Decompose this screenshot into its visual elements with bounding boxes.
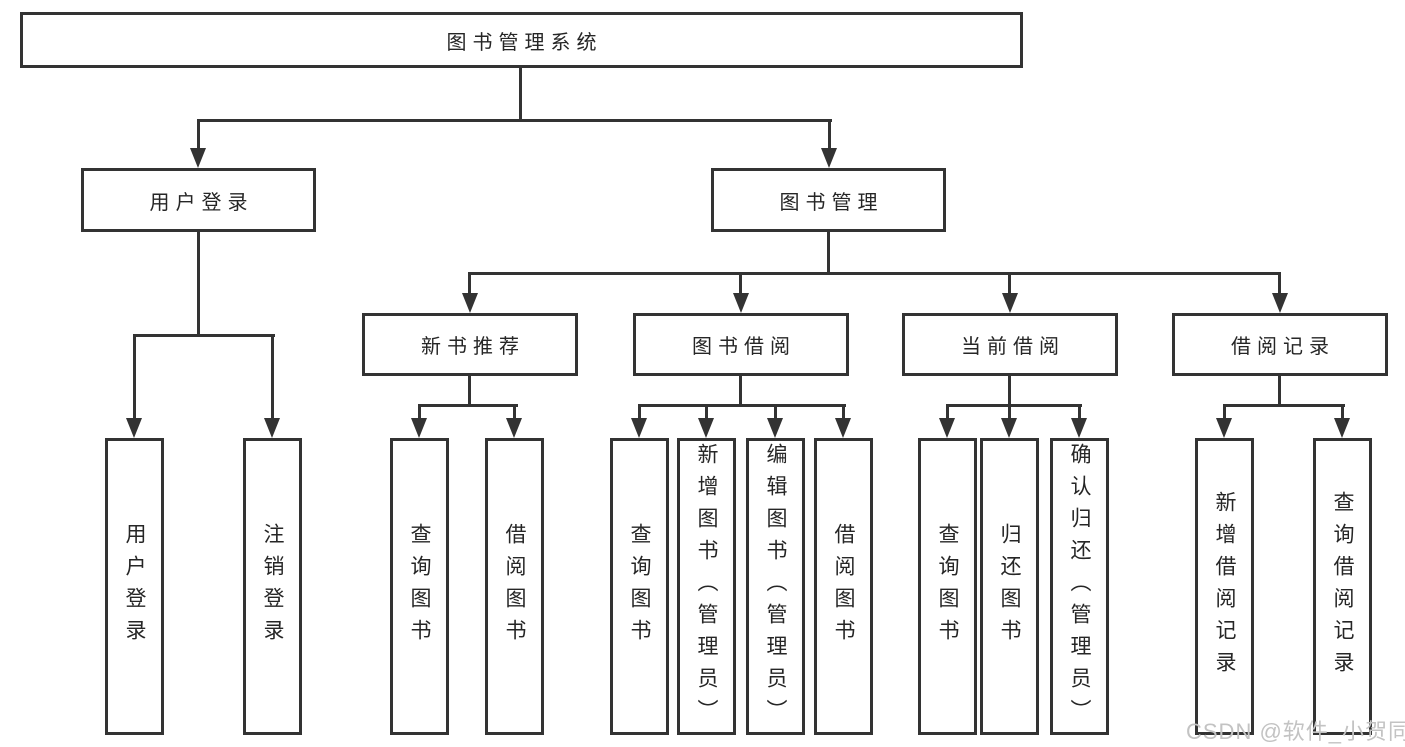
node-label: 用户登录 bbox=[149, 191, 254, 214]
node-new-book-recommendation: 新书推荐 bbox=[362, 313, 578, 376]
node-label: 查询图书 bbox=[936, 522, 959, 651]
node-label: 新增借阅记录 bbox=[1213, 490, 1236, 683]
node-borrowing-records: 借阅记录 bbox=[1172, 313, 1388, 376]
node-book-borrowing: 图书借阅 bbox=[633, 313, 849, 376]
connector-line bbox=[946, 404, 1082, 407]
connector-line bbox=[774, 404, 777, 420]
connector-line bbox=[468, 272, 471, 295]
connector-line bbox=[513, 404, 516, 420]
connector-line bbox=[1341, 404, 1344, 420]
arrowhead-down-icon bbox=[190, 148, 206, 168]
connector-line bbox=[133, 334, 136, 420]
leaf-add-books-admin: 新增图书（管理员） bbox=[677, 438, 736, 735]
node-label: 归还图书 bbox=[998, 522, 1021, 651]
connector-line bbox=[468, 374, 471, 407]
node-label: 查询图书 bbox=[628, 522, 651, 651]
arrowhead-down-icon bbox=[631, 418, 647, 438]
arrowhead-down-icon bbox=[767, 418, 783, 438]
connector-line bbox=[638, 404, 846, 407]
connector-line bbox=[133, 334, 275, 337]
arrowhead-down-icon bbox=[264, 418, 280, 438]
connector-line bbox=[468, 272, 1281, 275]
node-current-borrowing: 当前借阅 bbox=[902, 313, 1118, 376]
node-library-management-system: 图书管理系统 bbox=[20, 12, 1023, 68]
leaf-query-books-borrowing: 查询图书 bbox=[610, 438, 669, 735]
node-label: 查询图书 bbox=[408, 522, 431, 651]
connector-line bbox=[197, 119, 200, 150]
leaf-query-books-current: 查询图书 bbox=[918, 438, 977, 735]
leaf-user-login: 用户登录 bbox=[105, 438, 164, 735]
connector-line bbox=[519, 68, 522, 122]
arrowhead-down-icon bbox=[1334, 418, 1350, 438]
connector-line bbox=[1008, 404, 1011, 420]
arrowhead-down-icon bbox=[821, 148, 837, 168]
arrowhead-down-icon bbox=[698, 418, 714, 438]
connector-line bbox=[827, 230, 830, 274]
node-label: 当前借阅 bbox=[961, 336, 1065, 358]
connector-line bbox=[739, 374, 742, 407]
arrowhead-down-icon bbox=[733, 293, 749, 313]
connector-line bbox=[739, 272, 742, 295]
node-label: 新增图书（管理员） bbox=[695, 442, 718, 731]
connector-line bbox=[197, 230, 200, 337]
connector-line bbox=[946, 404, 949, 420]
connector-line bbox=[197, 119, 832, 122]
node-label: 借阅图书 bbox=[832, 522, 855, 651]
node-user-login: 用户登录 bbox=[81, 168, 316, 232]
node-label: 图书管理 bbox=[779, 191, 884, 214]
watermark: CSDN @软件_小贺同学 bbox=[1186, 719, 1405, 744]
leaf-edit-books-admin: 编辑图书（管理员） bbox=[746, 438, 805, 735]
arrowhead-down-icon bbox=[1216, 418, 1232, 438]
arrowhead-down-icon bbox=[1272, 293, 1288, 313]
arrowhead-down-icon bbox=[411, 418, 427, 438]
connector-line bbox=[1078, 404, 1081, 420]
connector-line bbox=[418, 404, 518, 407]
leaf-logout-login: 注销登录 bbox=[243, 438, 302, 735]
leaf-confirm-return-admin: 确认归还（管理员） bbox=[1050, 438, 1109, 735]
node-label: 编辑图书（管理员） bbox=[764, 442, 787, 731]
node-label: 借阅图书 bbox=[503, 522, 526, 651]
leaf-borrow-books: 借阅图书 bbox=[814, 438, 873, 735]
connector-line bbox=[1278, 374, 1281, 407]
node-label: 图书管理系统 bbox=[446, 31, 603, 54]
arrowhead-down-icon bbox=[1002, 293, 1018, 313]
connector-line bbox=[1278, 272, 1281, 295]
node-label: 图书借阅 bbox=[692, 336, 796, 358]
connector-line bbox=[1008, 374, 1011, 407]
node-label: 确认归还（管理员） bbox=[1068, 442, 1091, 731]
node-label: 新书推荐 bbox=[421, 336, 525, 358]
connector-line bbox=[1008, 272, 1011, 295]
node-book-management: 图书管理 bbox=[711, 168, 946, 232]
connector-line bbox=[1223, 404, 1345, 407]
connector-line bbox=[828, 119, 831, 150]
connector-line bbox=[842, 404, 845, 420]
node-label: 注销登录 bbox=[261, 522, 284, 651]
connector-line bbox=[418, 404, 421, 420]
node-label: 用户登录 bbox=[123, 522, 146, 651]
node-label: 查询借阅记录 bbox=[1331, 490, 1354, 683]
leaf-return-books: 归还图书 bbox=[980, 438, 1039, 735]
connector-line bbox=[1223, 404, 1226, 420]
leaf-add-borrow-record: 新增借阅记录 bbox=[1195, 438, 1254, 735]
leaf-query-borrow-record: 查询借阅记录 bbox=[1313, 438, 1372, 735]
connector-line bbox=[638, 404, 641, 420]
arrowhead-down-icon bbox=[1071, 418, 1087, 438]
leaf-query-books-recommend: 查询图书 bbox=[390, 438, 449, 735]
arrowhead-down-icon bbox=[506, 418, 522, 438]
leaf-borrow-books-recommend: 借阅图书 bbox=[485, 438, 544, 735]
connector-line bbox=[705, 404, 708, 420]
arrowhead-down-icon bbox=[126, 418, 142, 438]
arrowhead-down-icon bbox=[939, 418, 955, 438]
arrowhead-down-icon bbox=[462, 293, 478, 313]
arrowhead-down-icon bbox=[1001, 418, 1017, 438]
connector-line bbox=[271, 334, 274, 420]
node-label: 借阅记录 bbox=[1231, 336, 1335, 358]
arrowhead-down-icon bbox=[835, 418, 851, 438]
